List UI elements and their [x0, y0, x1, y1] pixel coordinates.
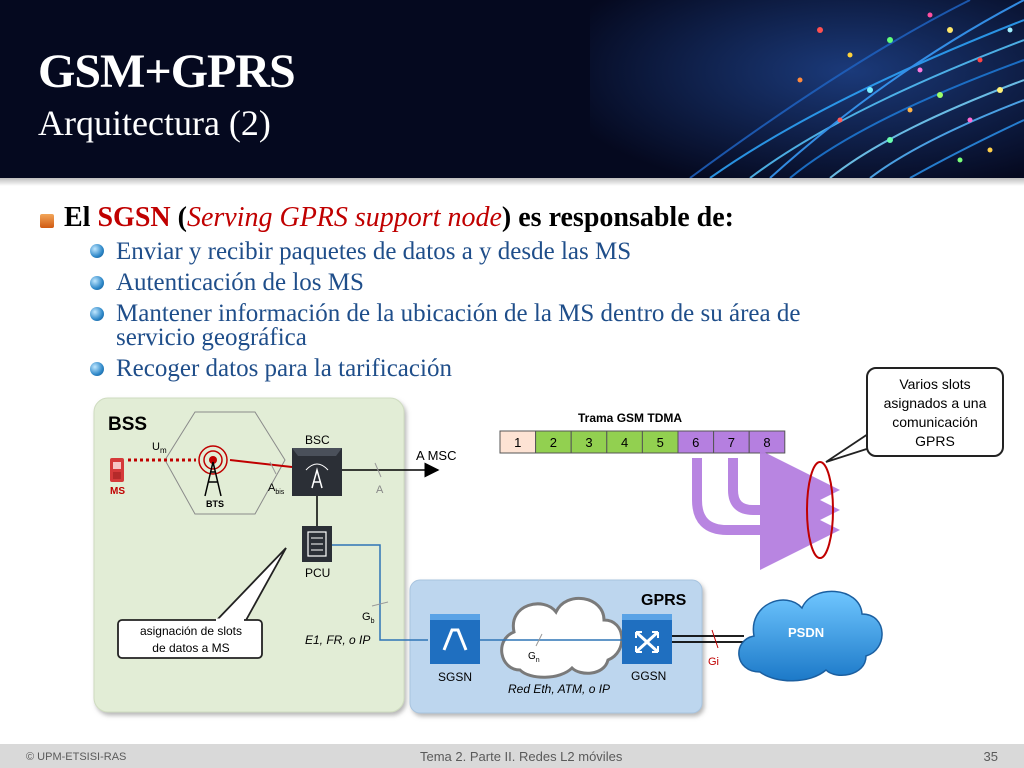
- slide-header: GSM+GPRS Arquitectura (2): [0, 0, 1024, 178]
- abis-tick: [269, 461, 277, 475]
- slide-footer: © UPM-ETSISI-RAS Tema 2. Parte II. Redes…: [0, 744, 1024, 768]
- tdma-frame: 1 2 3 4 5 6 7 8: [499, 430, 786, 454]
- fiber-optic-image: [590, 0, 1024, 178]
- sgsn-term: SGSN: [97, 202, 171, 233]
- gprs-slot-arrows: [692, 450, 840, 570]
- sgsn-label: SGSN: [438, 670, 473, 684]
- bts-label: BTS: [206, 499, 224, 509]
- tdma-slot-label: 4: [621, 435, 628, 450]
- tdma-slot-label: 1: [514, 435, 521, 450]
- tdma-slot-label: 6: [692, 435, 699, 450]
- sub-bullet-continuation: servicio geográfica: [116, 324, 307, 351]
- sub-bullet-marker-icon: [90, 276, 104, 290]
- psdn-cloud: [738, 590, 883, 682]
- slots-highlight-ellipse: [806, 461, 834, 559]
- gb-link: [332, 544, 428, 641]
- a-tick: [374, 462, 382, 478]
- copyright-text: © UPM-ETSISI-RAS: [26, 751, 127, 763]
- callout-slots-pointer: [214, 547, 287, 623]
- pcu-label: PCU: [305, 566, 331, 580]
- ms-label: MS: [110, 486, 125, 497]
- sub-bullet: Enviar y recibir paquetes de datos a y d…: [116, 238, 632, 265]
- pcu-icon: [302, 526, 332, 562]
- callout-slots-box: [117, 619, 263, 659]
- antenna-icon: [198, 445, 228, 497]
- gb-tick: [371, 601, 389, 607]
- gn-label: Gn: [528, 651, 540, 664]
- bss-region: [93, 397, 405, 713]
- a-msc-label: A MSC: [416, 448, 457, 463]
- callout-varios-slots: Varios slots asignados a una comunicació…: [866, 367, 1004, 457]
- sub-bullet: Autenticación de los MS: [116, 269, 364, 296]
- gprs-label: GPRS: [641, 592, 687, 609]
- abis-link: [229, 459, 293, 468]
- gb-label: Gb: [362, 611, 375, 626]
- bullet-marker-icon: [40, 214, 54, 228]
- gb-note: E1, FR, o IP: [305, 633, 371, 647]
- gi-tick: [711, 629, 719, 649]
- tdma-slot-label: 8: [763, 435, 770, 450]
- psdn-label: PSDN: [788, 625, 825, 640]
- gi-label: Gi: [708, 656, 719, 668]
- cell-hexagon: [164, 411, 286, 515]
- sub-bullet: Mantener información de la ubicación de …: [116, 300, 801, 327]
- tdma-slot-label: 3: [585, 435, 592, 450]
- bsc-label: BSC: [305, 433, 330, 447]
- tdma-title: Trama GSM TDMA: [578, 411, 683, 425]
- slide-title: GSM+GPRS: [38, 45, 296, 98]
- bss-label: BSS: [108, 414, 148, 435]
- gn-note: Red Eth, ATM, o IP: [508, 682, 611, 696]
- bsc-icon: [292, 448, 342, 496]
- main-bullet: El SGSN (Serving GPRS support node) es r…: [64, 202, 734, 233]
- course-title: Tema 2. Parte II. Redes L2 móviles: [420, 749, 623, 764]
- abis-label: Abis: [268, 482, 285, 497]
- sgsn-icon: [430, 614, 480, 664]
- slide-subtitle: Arquitectura (2): [38, 103, 271, 143]
- gn-cloud: [500, 596, 624, 679]
- tdma-slot-label: 5: [657, 435, 664, 450]
- page-number: 35: [983, 749, 998, 764]
- sub-bullet: Recoger datos para la tarificación: [116, 355, 452, 382]
- gn-tick: [535, 633, 543, 647]
- ggsn-label: GGSN: [631, 669, 667, 683]
- sub-bullet-marker-icon: [90, 307, 104, 321]
- header-divider: [0, 178, 1024, 186]
- a-interface-label: A: [376, 484, 384, 496]
- tdma-slot-label: 7: [728, 435, 735, 450]
- ggsn-icon: [622, 614, 672, 664]
- sub-bullet-marker-icon: [90, 244, 104, 258]
- sub-bullet-marker-icon: [90, 362, 104, 376]
- um-label: Um: [152, 441, 167, 456]
- tdma-slot-label: 2: [550, 435, 557, 450]
- phone-icon: [110, 458, 124, 482]
